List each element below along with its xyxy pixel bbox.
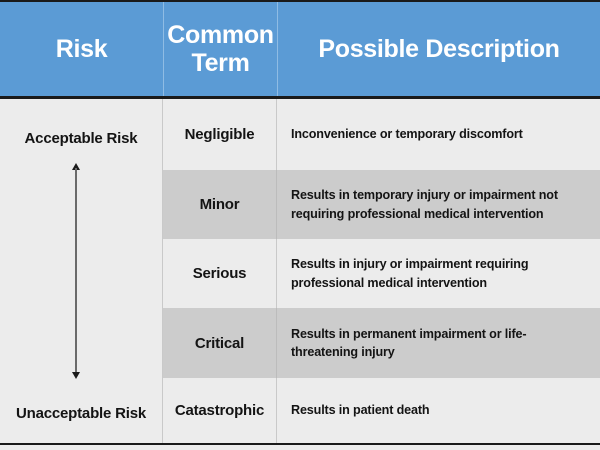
table-row: Critical Results in permanent impairment…: [163, 308, 600, 378]
risk-label-unacceptable: Unacceptable Risk: [16, 405, 146, 422]
header-cell-risk: Risk: [0, 2, 163, 96]
cell-description: Inconvenience or temporary discomfort: [291, 127, 523, 142]
cell-common-term: Negligible: [163, 99, 277, 170]
cell-description: Results in permanent impairment or life-…: [291, 326, 527, 359]
table-body: Acceptable Risk Unacceptable Risk Neglig…: [0, 99, 600, 443]
header-label-risk: Risk: [55, 35, 108, 63]
header-label-common-term-line1: Common: [167, 21, 274, 49]
risk-column: Acceptable Risk Unacceptable Risk: [0, 99, 163, 443]
table-row: Minor Results in temporary injury or imp…: [163, 170, 600, 239]
table-row: Serious Results in injury or impairment …: [163, 239, 600, 308]
table-header-row: Risk Common Term Possible Description: [0, 2, 600, 96]
risk-label-acceptable: Acceptable Risk: [24, 130, 138, 147]
header-label-common-term-line2: Term: [191, 49, 250, 77]
header-bottom-rule: [0, 96, 600, 99]
cell-description: Results in patient death: [291, 403, 430, 418]
table-row: Catastrophic Results in patient death: [163, 378, 600, 443]
table-bottom-rule: [0, 443, 600, 445]
arrow-shaft: [75, 168, 77, 374]
cell-common-term: Minor: [163, 170, 277, 239]
header-cell-possible-description: Possible Description: [277, 2, 600, 96]
cell-description: Results in injury or impairment requirin…: [291, 257, 529, 290]
header-cell-common-term: Common Term: [163, 2, 277, 96]
severity-rows: Negligible Inconvenience or temporary di…: [163, 99, 600, 443]
arrow-head-down-icon: [72, 372, 80, 379]
cell-common-term: Critical: [163, 308, 277, 378]
cell-common-term: Catastrophic: [163, 378, 277, 443]
header-label-common-term: Common Term: [167, 21, 274, 77]
table-row: Negligible Inconvenience or temporary di…: [163, 99, 600, 170]
header-label-possible-description: Possible Description: [318, 35, 560, 63]
table-top-rule: [0, 0, 600, 2]
cell-common-term: Serious: [163, 239, 277, 308]
cell-description: Results in temporary injury or impairmen…: [291, 188, 558, 221]
arrow-head-up-icon: [72, 163, 80, 170]
risk-gradient-arrow-icon: [72, 163, 80, 379]
